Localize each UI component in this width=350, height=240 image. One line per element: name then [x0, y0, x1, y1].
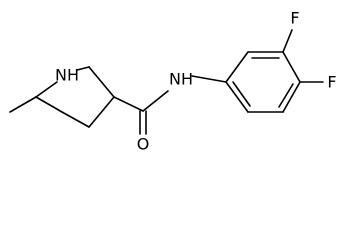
bond-aryl-6	[225, 81, 249, 113]
bond-aryl-inner-2	[278, 83, 294, 108]
bond-ring-c3-c4	[88, 96, 115, 128]
bond-ring-c2-c3	[88, 66, 115, 98]
atom-label-nh-ring: NH	[55, 66, 79, 85]
bond-methyl	[9, 96, 37, 113]
bond-c3-carbonyl	[113, 96, 144, 112]
bond-aryl-3	[282, 51, 301, 83]
bond-nh-aryl	[191, 75, 227, 83]
bond-ring-c6-n	[35, 81, 58, 98]
atom-label-nh-amide: NH	[169, 70, 193, 89]
atom-label-f-para: F	[327, 73, 336, 92]
bond-carbonyl-nh	[142, 90, 169, 112]
atom-label-o-carbonyl: O	[137, 135, 150, 154]
bond-ring-c4-c5	[61, 111, 90, 128]
bond-c-f-meta	[282, 29, 293, 53]
molecule-structure: NH NH O F F	[9, 9, 337, 154]
bond-aryl-inner-3	[232, 81, 251, 107]
bond-ring-n-c2	[76, 66, 90, 71]
atom-label-f-meta: F	[290, 9, 299, 28]
bond-ring-c6-c5	[35, 96, 63, 113]
bond-aryl-1	[225, 51, 249, 83]
bond-aryl-4	[282, 81, 301, 113]
